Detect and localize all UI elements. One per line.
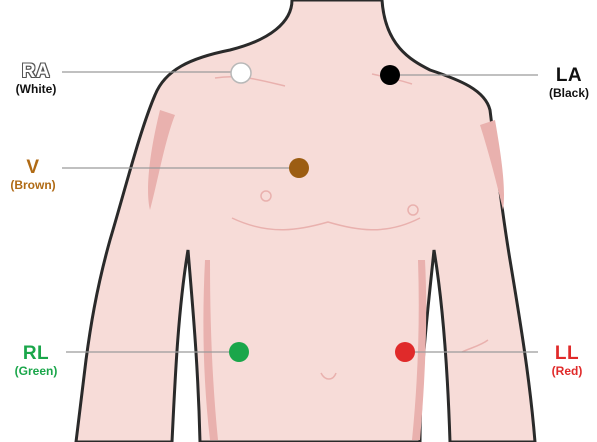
ra-label: RA (White)	[10, 62, 62, 95]
ll-code: LL	[541, 344, 593, 363]
la-color-name: (Black)	[541, 87, 597, 99]
ra-color-name: (White)	[10, 83, 62, 95]
v-code: V	[4, 158, 62, 177]
torso-body	[76, 0, 535, 442]
v-label: V (Brown)	[4, 158, 62, 191]
ll-electrode	[395, 342, 415, 362]
v-electrode	[289, 158, 309, 178]
la-code: LA	[541, 66, 597, 85]
ra-electrode	[231, 63, 251, 83]
la-electrode	[380, 65, 400, 85]
rl-color-name: (Green)	[6, 365, 66, 377]
ll-label: LL (Red)	[541, 344, 593, 377]
rl-label: RL (Green)	[6, 344, 66, 377]
v-color-name: (Brown)	[4, 179, 62, 191]
rl-electrode	[229, 342, 249, 362]
rl-code: RL	[6, 344, 66, 363]
la-label: LA (Black)	[541, 66, 597, 99]
ra-code: RA	[10, 62, 62, 81]
ll-color-name: (Red)	[541, 365, 593, 377]
